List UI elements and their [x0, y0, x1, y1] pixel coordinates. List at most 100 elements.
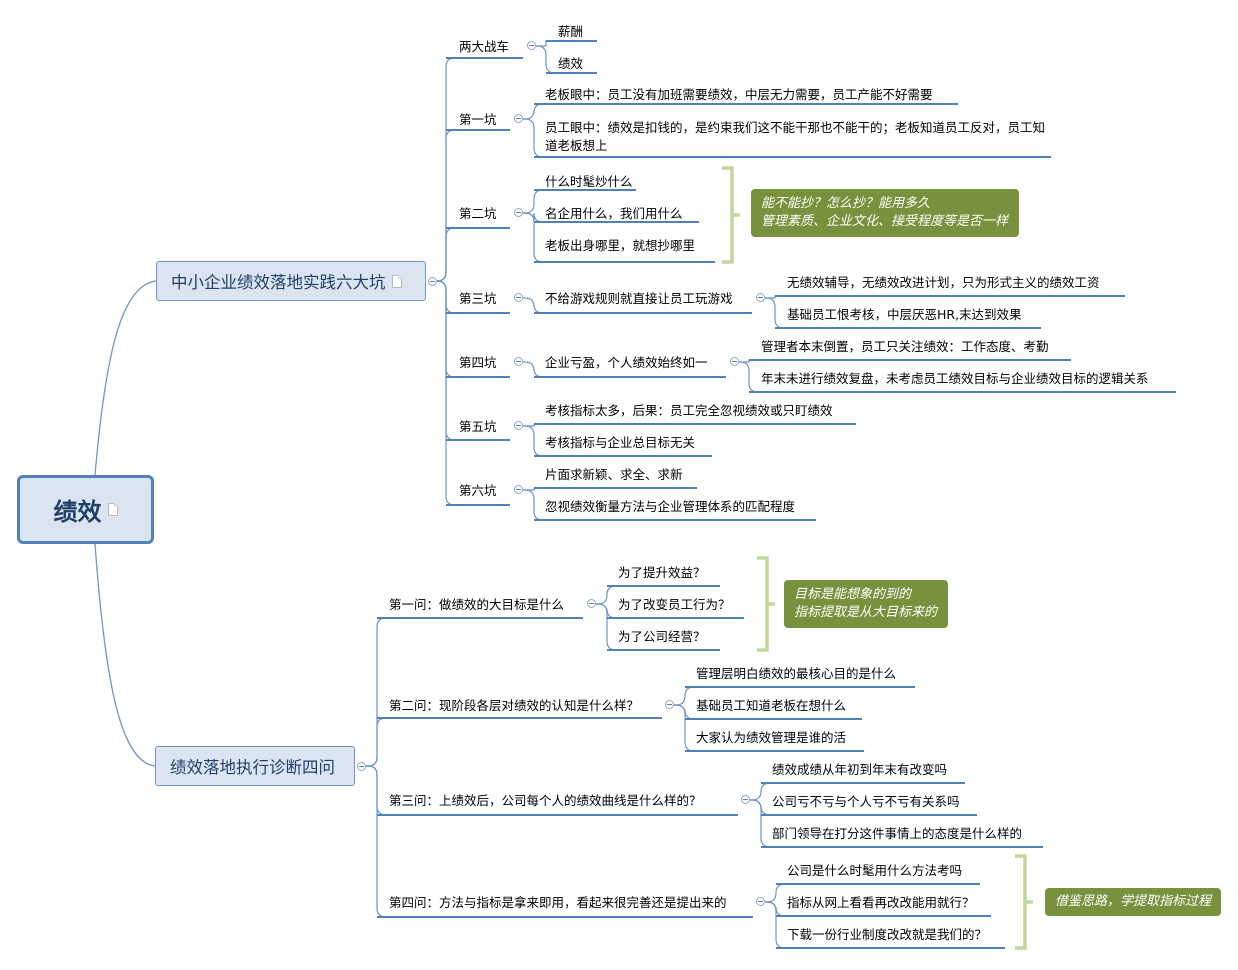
branch-connector: [366, 717, 389, 767]
subtopic-whose-job[interactable]: 大家认为绩效管理是谁的活: [696, 730, 847, 745]
branch-connector: [436, 280, 459, 506]
subtopic-kpi-unrelated[interactable]: 考核指标与企业总目标无关: [545, 435, 696, 450]
branch-connector: [536, 45, 558, 74]
collapse-toggle[interactable]: [756, 293, 765, 302]
topic-pitfall-6[interactable]: 第六坑: [459, 483, 497, 498]
branch-connector: [765, 901, 787, 949]
collapse-toggle[interactable]: [527, 41, 536, 50]
branch-connector: [765, 883, 787, 903]
subtopic-mismatch[interactable]: 忽视绩效衡量方法与企业管理体系的匹配程度: [545, 499, 796, 514]
bracket-question-1: [757, 556, 775, 652]
topic-question-4[interactable]: 第四问：方法与指标是拿来即用，看起来很完善还是提出来的: [389, 895, 727, 910]
subtopic-no-review[interactable]: 年末未进行绩效复盘，未考虑员工绩效目标与企业绩效目标的逻辑关系: [761, 371, 1149, 386]
topic-pitfall-1[interactable]: 第一坑: [459, 112, 497, 127]
subtopic-salary[interactable]: 薪酬: [558, 24, 584, 39]
branch-connector: [366, 765, 389, 918]
subtopic-performance[interactable]: 绩效: [558, 56, 584, 71]
branch-connector: [436, 129, 459, 282]
collapse-toggle[interactable]: [514, 485, 523, 494]
callout-learn-process[interactable]: 借鉴思路，学提取指标过程: [1045, 888, 1221, 916]
branch-connector: [436, 227, 459, 282]
branch-connector: [436, 280, 459, 314]
main-topic-six-pitfalls[interactable]: 中小企业绩效落地实践六大坑: [156, 261, 426, 301]
main-topic-label: 绩效落地执行诊断四问: [170, 758, 335, 777]
subtopic-trendy-method[interactable]: 公司是什么时髦用什么方法考吗: [787, 863, 963, 878]
subtopic-web-kpi[interactable]: 指标从网上看看再改改能用就行？: [787, 895, 975, 910]
collapse-toggle[interactable]: [665, 700, 674, 709]
branch-connector: [523, 189, 545, 214]
branch-connector: [739, 361, 761, 393]
subtopic-benefit[interactable]: 为了提升效益？: [618, 565, 706, 580]
note-icon[interactable]: [107, 503, 118, 516]
callout-copy-question[interactable]: 能不能抄？怎么抄？能用多久 管理素质、企业文化、接受程度等是否一样: [751, 189, 1019, 237]
collapse-toggle[interactable]: [428, 277, 437, 286]
callout-goal[interactable]: 目标是能想象的到的 指标提取是从大目标来的: [784, 580, 948, 628]
topic-question-3[interactable]: 第三问：上绩效后，公司每个人的绩效曲线是什么样的？: [389, 793, 702, 808]
callout-line: 目标是能想象的到的: [794, 587, 912, 602]
branch-connector: [765, 297, 787, 329]
subtopic-inverted[interactable]: 管理者本末倒置，员工只关注绩效：工作态度、考勤: [761, 339, 1049, 354]
collapse-toggle[interactable]: [514, 114, 523, 123]
subtopic-operation[interactable]: 为了公司经营？: [618, 629, 706, 644]
branch-connector: [523, 212, 545, 263]
collapse-toggle[interactable]: [514, 357, 523, 366]
subtopic-constant-perf[interactable]: 企业亏盈，个人绩效始终如一: [545, 355, 708, 370]
subtopic-behavior[interactable]: 为了改变员工行为？: [618, 597, 731, 612]
branch-connector: [750, 782, 772, 801]
topic-question-2[interactable]: 第二问：现阶段各层对绩效的认知是什么样？: [389, 698, 640, 713]
branch-connector: [523, 425, 545, 457]
collapse-toggle[interactable]: [514, 208, 523, 217]
subtopic-employee-view[interactable]: 员工眼中：绩效是扣钱的，是约束我们这不能干那也不能干的；老板知道员工反对，员工知…: [545, 120, 1046, 153]
subtopic-score-change[interactable]: 绩效成绩从年初到年末有改变吗: [772, 762, 948, 777]
branch-connector: [523, 489, 545, 521]
subtopic-know-boss[interactable]: 基础员工知道老板在想什么: [696, 698, 847, 713]
topic-pitfall-2[interactable]: 第二坑: [459, 206, 497, 221]
root-topic-label: 绩效: [53, 498, 102, 526]
subtopic-boss-view[interactable]: 老板眼中：员工没有加班需要绩效，中层无力需要，员工产能不好需要: [545, 87, 933, 102]
root-topic[interactable]: 绩效: [17, 475, 154, 544]
subtopic-no-coaching[interactable]: 无绩效辅导，无绩效改进计划，只为形式主义的绩效工资: [787, 275, 1100, 290]
subtopic-no-rules[interactable]: 不给游戏规则就直接让员工玩游戏: [545, 291, 733, 306]
collapse-toggle[interactable]: [730, 357, 739, 366]
branch-connector: [523, 361, 545, 378]
collapse-toggle[interactable]: [741, 795, 750, 804]
root-connector: [94, 543, 156, 767]
subtopic-leader-attitude[interactable]: 部门领导在打分这件事情上的态度是什么样的: [772, 826, 1023, 841]
collapse-toggle[interactable]: [514, 293, 523, 302]
subtopic-mgmt-purpose[interactable]: 管理层明白绩效的最核心目的是什么: [696, 666, 897, 681]
callout-line: 能不能抄？怎么抄？能用多久: [761, 196, 931, 211]
main-topic-label: 中小企业绩效落地实践六大坑: [171, 273, 386, 292]
subtopic-too-many-kpi[interactable]: 考核指标太多，后果：员工完全忽视绩效或只盯绩效: [545, 403, 833, 418]
callout-line: 指标提取是从大目标来的: [794, 605, 938, 620]
subtopic-staff-hate[interactable]: 基础员工恨考核，中层厌恶HR,末达到效果: [787, 307, 1022, 322]
branch-connector: [436, 57, 459, 282]
branch-connector: [750, 799, 772, 848]
root-connector: [94, 280, 157, 476]
branch-connector: [674, 704, 696, 752]
subtopic-copy-origin[interactable]: 老板出身哪里，就想抄哪里: [545, 238, 696, 253]
callout-line: 借鉴思路，学提取指标过程: [1055, 894, 1212, 909]
branch-connector: [523, 297, 545, 314]
topic-question-1[interactable]: 第一问：做绩效的大目标是什么: [389, 597, 565, 612]
main-topic-four-questions[interactable]: 绩效落地执行诊断四问: [155, 746, 355, 786]
branch-connector: [596, 585, 618, 605]
branch-connector: [523, 103, 545, 120]
collapse-toggle[interactable]: [514, 421, 523, 430]
topic-two-chariots[interactable]: 两大战车: [459, 39, 510, 54]
subtopic-follow-trend[interactable]: 什么时髦炒什么: [545, 174, 633, 189]
subtopic-loss-relation[interactable]: 公司亏不亏与个人亏不亏有关系吗: [772, 794, 960, 809]
topic-pitfall-5[interactable]: 第五坑: [459, 419, 497, 434]
branch-connector: [523, 118, 545, 158]
topic-pitfall-3[interactable]: 第三坑: [459, 291, 497, 306]
collapse-toggle[interactable]: [587, 599, 596, 608]
callout-line: 管理素质、企业文化、接受程度等是否一样: [761, 214, 1009, 229]
subtopic-one-sided[interactable]: 片面求新颖、求全、求新: [545, 467, 683, 482]
collapse-toggle[interactable]: [756, 897, 765, 906]
collapse-toggle[interactable]: [357, 762, 366, 771]
topic-pitfall-4[interactable]: 第四坑: [459, 355, 497, 370]
note-icon[interactable]: [391, 274, 402, 288]
branch-connector: [596, 603, 618, 651]
subtopic-download-policy[interactable]: 下载一份行业制度改改就是我们的？: [787, 927, 988, 942]
subtopic-copy-famous[interactable]: 名企用什么，我们用什么: [545, 206, 683, 221]
